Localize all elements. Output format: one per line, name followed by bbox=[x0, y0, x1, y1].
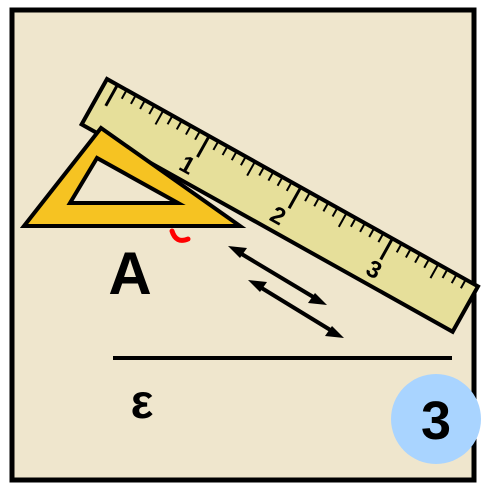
ruler-tick bbox=[313, 197, 320, 207]
ruler-tick bbox=[104, 84, 119, 107]
ruler-tick bbox=[331, 207, 339, 218]
ruler-tick bbox=[185, 125, 192, 136]
right-angle-marker bbox=[169, 228, 191, 243]
double-arrow-icon bbox=[248, 280, 344, 338]
ruler-tick bbox=[429, 263, 440, 279]
ruler-tick bbox=[240, 156, 247, 166]
ruler-tick bbox=[154, 109, 165, 125]
ruler-tick bbox=[148, 104, 156, 115]
ruler-tick bbox=[130, 94, 137, 105]
point-label-a: A bbox=[108, 240, 151, 307]
ruler-tick bbox=[276, 176, 284, 187]
ruler-tick bbox=[304, 191, 311, 202]
step-badge-number: 3 bbox=[421, 391, 451, 451]
ruler-tick bbox=[337, 212, 348, 228]
ruler-tick bbox=[405, 248, 412, 258]
ruler-tick bbox=[120, 89, 128, 100]
ruler-tick bbox=[175, 120, 183, 130]
ruler-tick bbox=[230, 150, 238, 161]
ruler-tick bbox=[258, 166, 265, 177]
ruler-ticks bbox=[104, 84, 467, 289]
ruler-tick bbox=[267, 171, 275, 182]
ruler-tick bbox=[414, 253, 421, 264]
ruler-tick bbox=[450, 273, 458, 284]
step-badge bbox=[391, 374, 481, 464]
set-square bbox=[19, 125, 247, 228]
ruler-tick bbox=[194, 130, 201, 141]
ruler-tick bbox=[379, 237, 394, 261]
set-square-body bbox=[19, 125, 247, 228]
ruler-tick bbox=[196, 135, 211, 158]
ruler-tick bbox=[423, 258, 430, 269]
ruler-tick bbox=[460, 279, 467, 289]
ruler-tick bbox=[350, 217, 357, 228]
ruler-tick bbox=[221, 145, 229, 156]
ruler-tick bbox=[166, 115, 174, 125]
ruler-tick bbox=[287, 186, 303, 209]
ruler-tick bbox=[377, 232, 385, 243]
double-arrow-icon bbox=[228, 246, 327, 305]
ruler-tick bbox=[359, 222, 366, 233]
ruler-tick bbox=[368, 227, 375, 238]
ruler: 1 2 3 bbox=[78, 76, 481, 335]
ruler-tick bbox=[285, 181, 293, 192]
ruler-tick bbox=[212, 140, 220, 151]
ruler-tick bbox=[139, 99, 146, 110]
ruler-tick bbox=[441, 268, 449, 279]
ruler-tick bbox=[322, 202, 330, 212]
ruler-tick bbox=[246, 161, 256, 177]
line-label-epsilon: ε bbox=[131, 376, 154, 429]
ruler-body bbox=[78, 76, 481, 335]
ruler-tick bbox=[395, 243, 403, 253]
